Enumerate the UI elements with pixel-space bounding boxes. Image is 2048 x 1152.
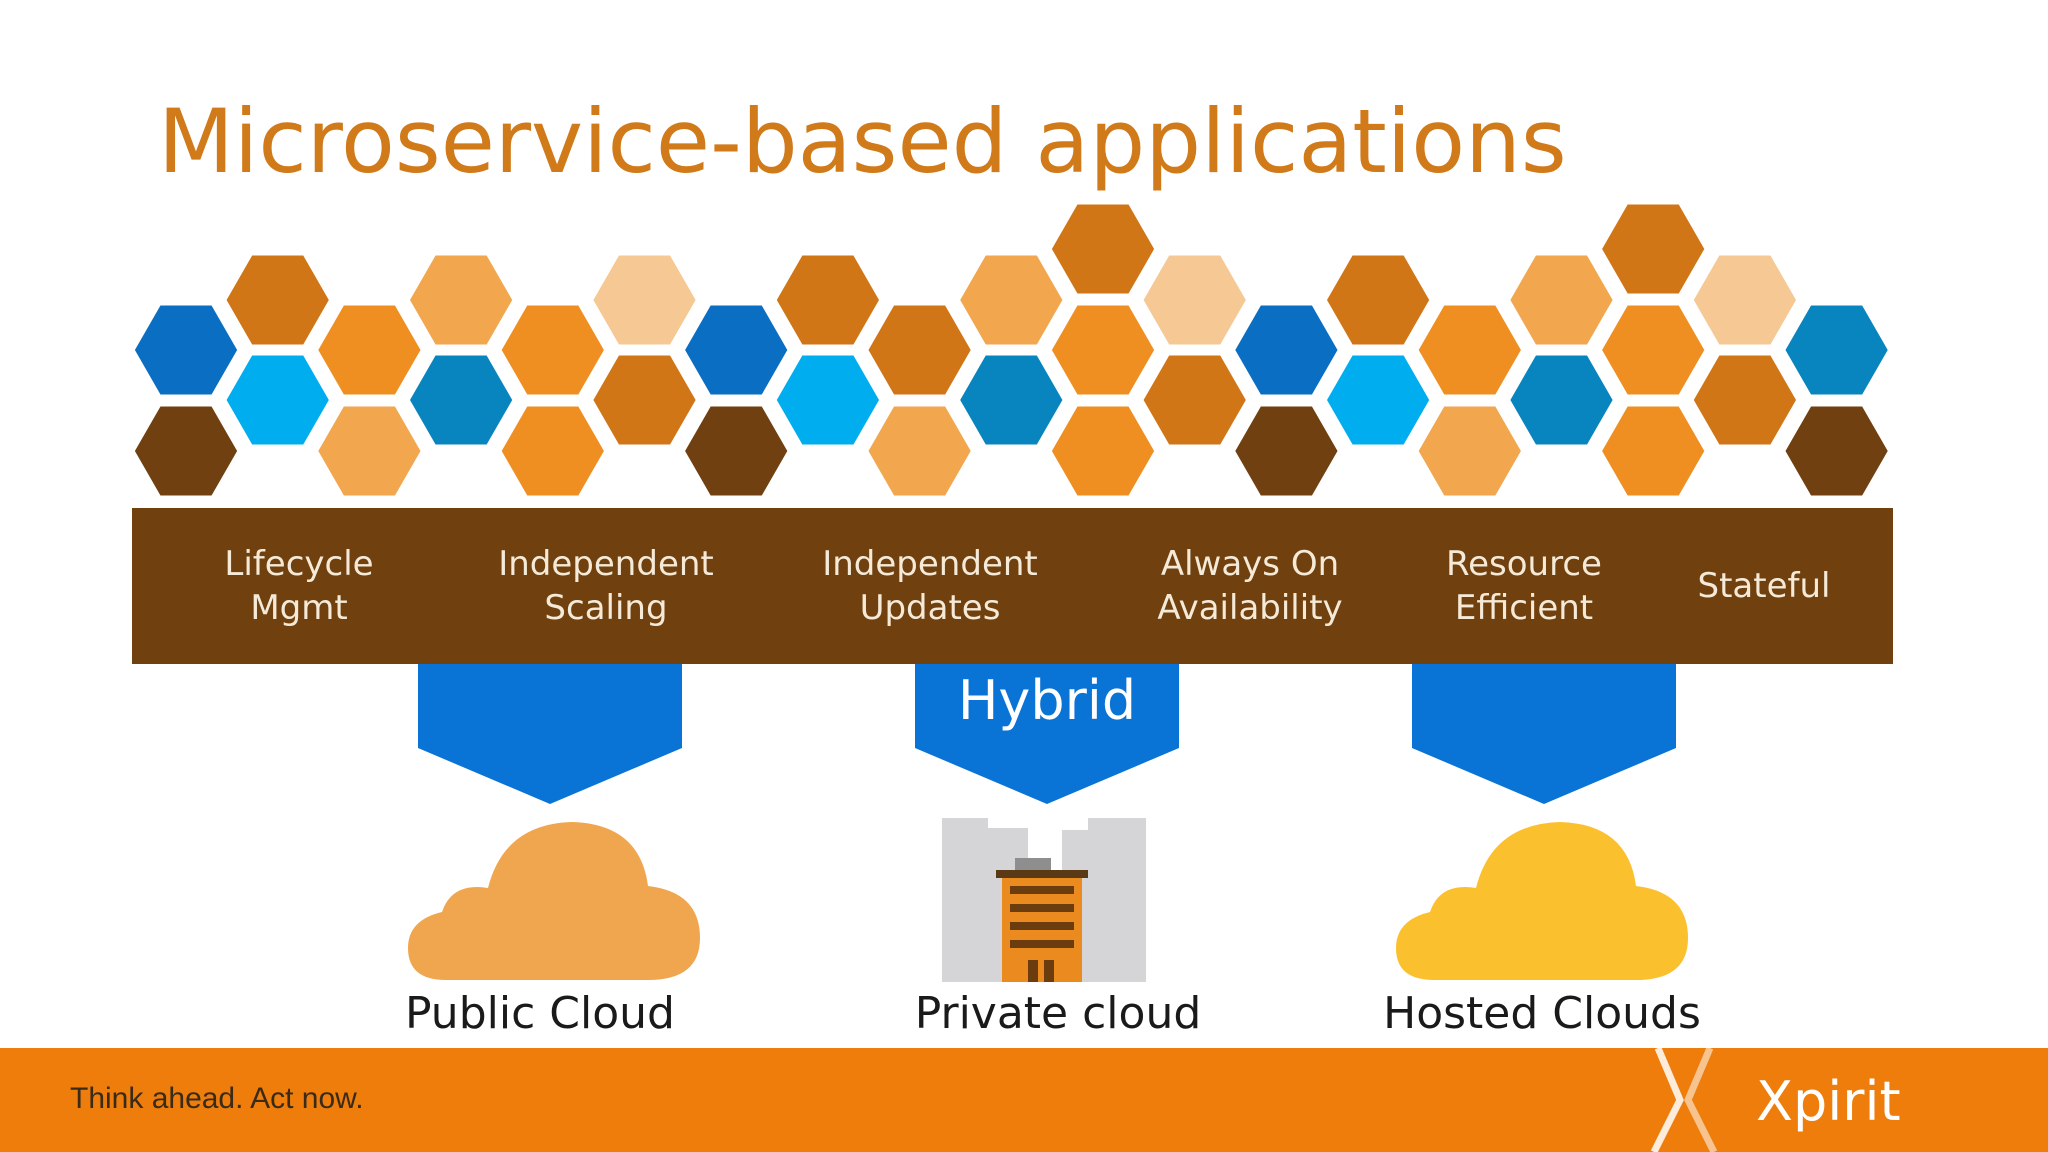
honeycomb-cell	[1046, 300, 1160, 400]
footer-brand-name: Xpirit	[1756, 1070, 1901, 1133]
honeycomb-cell	[862, 401, 977, 501]
footer-bar: Think ahead. Act now. Xpirit	[0, 1048, 2048, 1152]
honeycomb-cell	[220, 250, 335, 350]
honeycomb-cell	[1412, 401, 1527, 501]
honeycomb-cell	[1596, 300, 1711, 400]
footer-tagline: Think ahead. Act now.	[70, 1082, 364, 1115]
hybrid-label: Hybrid	[957, 668, 1137, 732]
caption-private-cloud: Private cloud	[914, 988, 1202, 1039]
honeycomb-cell	[1229, 300, 1344, 400]
honeycomb-cell	[1504, 250, 1619, 350]
honeycomb-cell	[1321, 250, 1435, 350]
honeycomb-cell	[771, 250, 885, 350]
honeycomb-cell	[954, 350, 1069, 450]
honeycomb-cell	[404, 250, 518, 350]
capability-band: Lifecycle Mgmt Independent Scaling Indep…	[132, 508, 1893, 664]
honeycomb-cell	[495, 300, 610, 400]
honeycomb-cell	[1779, 300, 1894, 400]
honeycomb-cell	[679, 401, 794, 501]
honeycomb-cell	[1596, 199, 1711, 299]
caption-hosted-clouds: Hosted Clouds	[1383, 988, 1701, 1039]
capability-resource-efficient: Resource Efficient	[1446, 543, 1602, 628]
public-cloud-icon	[408, 822, 700, 980]
honeycomb-cell	[1688, 250, 1802, 350]
honeycomb-cell	[495, 401, 610, 501]
honeycomb-cell	[679, 300, 794, 400]
capability-stateful: Stateful	[1697, 565, 1831, 606]
capability-lifecycle-mgmt: Lifecycle Mgmt	[224, 543, 374, 628]
caption-public-cloud: Public Cloud	[405, 988, 675, 1039]
honeycomb-cell	[404, 350, 518, 450]
honeycomb-cell	[771, 350, 885, 450]
capability-independent-scaling: Independent Scaling	[498, 543, 714, 628]
honeycomb-cell	[1137, 350, 1252, 450]
honeycomb-cell	[129, 401, 243, 501]
honeycomb-cell	[220, 350, 335, 450]
honeycomb-cell	[1596, 401, 1711, 501]
capability-always-on-availability: Always On Availability	[1157, 543, 1343, 628]
honeycomb-cell	[1321, 350, 1435, 450]
capability-independent-updates: Independent Updates	[822, 543, 1038, 628]
honeycomb-cell	[862, 300, 977, 400]
honeycomb-cell	[1137, 250, 1252, 350]
honeycomb-cell	[312, 401, 427, 501]
xpirit-logo-mark-icon	[1650, 1048, 1718, 1152]
honeycomb-cell	[1412, 300, 1527, 400]
honeycomb-cell	[312, 300, 427, 400]
honeycomb-cell	[1688, 350, 1802, 450]
private-cloud-building-icon	[942, 818, 1146, 982]
honeycomb-cell	[129, 300, 243, 400]
honeycomb-cell	[954, 250, 1069, 350]
honeycomb-cell	[1504, 350, 1619, 450]
honeycomb-cell	[587, 250, 702, 350]
hosted-clouds-icon	[1396, 822, 1688, 980]
honeycomb-cell	[1779, 401, 1894, 501]
honeycomb-cell	[587, 350, 702, 450]
slide-title: Microservice-based applications	[158, 90, 1567, 193]
honeycomb-cell	[1046, 401, 1160, 501]
honeycomb-cell	[1046, 199, 1160, 299]
honeycomb-cell	[1229, 401, 1344, 501]
